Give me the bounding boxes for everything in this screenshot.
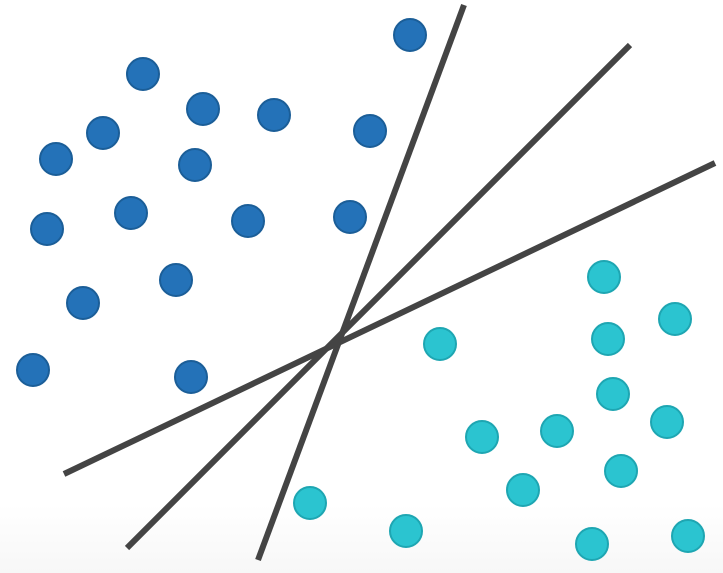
class-b-point <box>389 514 423 548</box>
class-a-point <box>159 263 193 297</box>
class-b-point <box>650 405 684 439</box>
separator-line-steep <box>255 3 467 562</box>
class-a-point <box>353 114 387 148</box>
class-b-point <box>591 322 625 356</box>
class-b-points <box>293 260 705 561</box>
class-b-point <box>587 260 621 294</box>
class-a-point <box>114 196 148 230</box>
separator-lines <box>62 3 717 562</box>
class-b-point <box>540 414 574 448</box>
separator-line-mid <box>124 42 633 551</box>
class-a-point <box>39 142 73 176</box>
class-b-point <box>671 519 705 553</box>
class-a-point <box>333 200 367 234</box>
class-a-point <box>30 212 64 246</box>
class-b-point <box>465 420 499 454</box>
class-a-point <box>174 360 208 394</box>
class-b-point <box>658 302 692 336</box>
class-a-point <box>393 18 427 52</box>
class-a-point <box>126 57 160 91</box>
class-b-point <box>293 486 327 520</box>
class-b-point <box>575 527 609 561</box>
class-a-point <box>178 148 212 182</box>
class-b-point <box>604 454 638 488</box>
class-a-point <box>66 286 100 320</box>
class-a-point <box>86 116 120 150</box>
class-b-point <box>596 377 630 411</box>
separator-line-shallow <box>62 160 717 477</box>
class-b-point <box>506 473 540 507</box>
class-a-point <box>186 92 220 126</box>
class-b-point <box>423 327 457 361</box>
class-a-points <box>16 18 427 394</box>
class-a-point <box>231 204 265 238</box>
class-a-point <box>257 98 291 132</box>
class-a-point <box>16 353 50 387</box>
